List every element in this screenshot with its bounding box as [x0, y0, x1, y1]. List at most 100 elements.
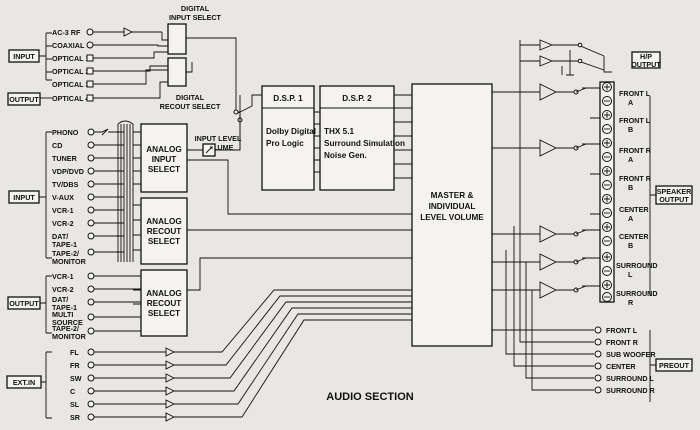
rca-jack-icon: [87, 248, 95, 256]
dsp2-body-line1: THX 5.1: [324, 127, 354, 136]
analog-input-list: PHONO CD TUNER VDP/DVD TV/DBS V-AUX VCR-…: [52, 120, 141, 305]
ext-input-label: SW: [70, 374, 82, 383]
plus-sign-icon: [604, 224, 610, 230]
hp-output-label-line1: H/P: [640, 52, 652, 61]
preout-group-label: PREOUT: [659, 361, 690, 370]
preout-label: SURROUND L: [606, 374, 655, 383]
rca-jack-icon: [87, 232, 95, 240]
preout-label: FRONT L: [606, 326, 638, 335]
dsp2-block: D.S.P. 2 THX 5.1 Surround Simulation Noi…: [319, 85, 405, 191]
dsp1-block: D.S.P. 1 Dolby Digital Pro Logic: [261, 85, 316, 191]
ext-input-label: SL: [70, 400, 80, 409]
digital-input-row: OPTICAL 1: [52, 54, 94, 63]
analog-input-label: V-AUX: [52, 193, 74, 202]
analog-input-label: CD: [52, 141, 62, 150]
speaker-output-group-label-line1: SPEAKER: [657, 187, 693, 196]
optical-jack-icon: [86, 94, 94, 102]
ext-input-label: FL: [70, 348, 79, 357]
optical-jack-icon: [86, 80, 94, 88]
rca-jack-icon: [87, 154, 95, 162]
preout-label: FRONT R: [606, 338, 639, 347]
analog-input-label: VCR-1: [52, 206, 74, 215]
plus-sign-icon: [604, 112, 610, 118]
analog-input-label: TUNER: [52, 154, 78, 163]
rca-jack-icon: [87, 285, 95, 293]
rca-jack-icon: [87, 180, 95, 188]
digital-input-label: COAXIAL: [52, 41, 85, 50]
rca-jack-icon: [87, 128, 95, 136]
digital-output-label: OPTICAL 4: [52, 94, 89, 103]
analog-output-label: VCR-1: [52, 272, 74, 281]
digital-input-select-label-line2: INPUT SELECT: [169, 13, 222, 22]
speaker-output-group-label-line2: OUTPUT: [659, 195, 689, 204]
rca-jack-icon: [594, 350, 602, 358]
digital-input-row: OPTICAL 3: [52, 80, 94, 89]
analog-output-label: VCR-2: [52, 285, 74, 294]
digital-input-row: AC-3 RF: [52, 28, 94, 37]
digital-recout-select-label-line2: RECOUT SELECT: [160, 102, 221, 111]
dsp2-title: D.S.P. 2: [342, 94, 372, 103]
digital-input-label: OPTICAL 3: [52, 80, 89, 89]
analog-jack-column: [87, 128, 95, 256]
rca-jack-icon: [87, 387, 95, 395]
rca-jack-icon: [86, 28, 94, 36]
digital-input-group-label: INPUT: [13, 52, 35, 61]
analog-output-group-label: OUTPUT: [9, 299, 39, 308]
rca-jack-icon: [594, 374, 602, 382]
digital-input-select-label-line1: DIGITAL: [181, 4, 210, 13]
switch-contact-icon: [577, 42, 583, 48]
preout-label: CENTER: [606, 362, 636, 371]
preout-label: SURROUND R: [606, 386, 656, 395]
rca-jack-icon: [87, 272, 95, 280]
dsp2-body-line3: Noise Gen.: [324, 151, 367, 160]
rca-jack-icon: [86, 41, 94, 49]
switch-contact-icon: [577, 58, 583, 64]
rca-jack-icon: [87, 206, 95, 214]
digital-input-row: OPTICAL 2: [52, 67, 94, 76]
rca-jack-icon: [87, 193, 95, 201]
dsp1-body-line1: Dolby Digital: [266, 127, 316, 136]
plus-sign-icon: [604, 84, 610, 90]
digital-output-row: OPTICAL 4: [52, 94, 94, 103]
ext-input-list: FL FR SW C SL SR: [70, 289, 412, 422]
hp-output-label-line2: OUTPUT: [631, 60, 661, 69]
preout-list: FRONT L FRONT R SUB WOOFER CENTER SURROU…: [492, 226, 693, 402]
ext-input-label: SR: [70, 413, 81, 422]
rca-jack-icon: [594, 326, 602, 334]
rca-jack-icon: [87, 327, 95, 335]
rca-jack-icon: [87, 361, 95, 369]
diagram-title: AUDIO SECTION: [326, 391, 413, 403]
analog-input-group-label: INPUT: [13, 193, 35, 202]
rca-jack-icon: [87, 219, 95, 227]
ext-input-label: FR: [70, 361, 80, 370]
ext-in-group-label: EXT.IN: [13, 378, 35, 387]
digital-input-label: AC-3 RF: [52, 28, 81, 37]
digital-input-list: AC-3 RF COAXIAL OPTICAL 1 OPTICAL 2 OPTI…: [52, 27, 168, 103]
digital-input-row: COAXIAL: [52, 41, 94, 50]
optical-jack-icon: [86, 54, 94, 62]
plus-sign-icon: [604, 282, 610, 288]
hp-output-group: H/P OUTPUT: [520, 39, 661, 76]
rca-jack-icon: [87, 413, 95, 421]
digital-output-group: OUTPUT: [7, 92, 52, 106]
rca-jack-icon: [87, 313, 95, 321]
plus-sign-icon: [604, 140, 610, 146]
switch-contact-icon: [233, 109, 239, 115]
analog-input-group: INPUT: [8, 131, 52, 259]
